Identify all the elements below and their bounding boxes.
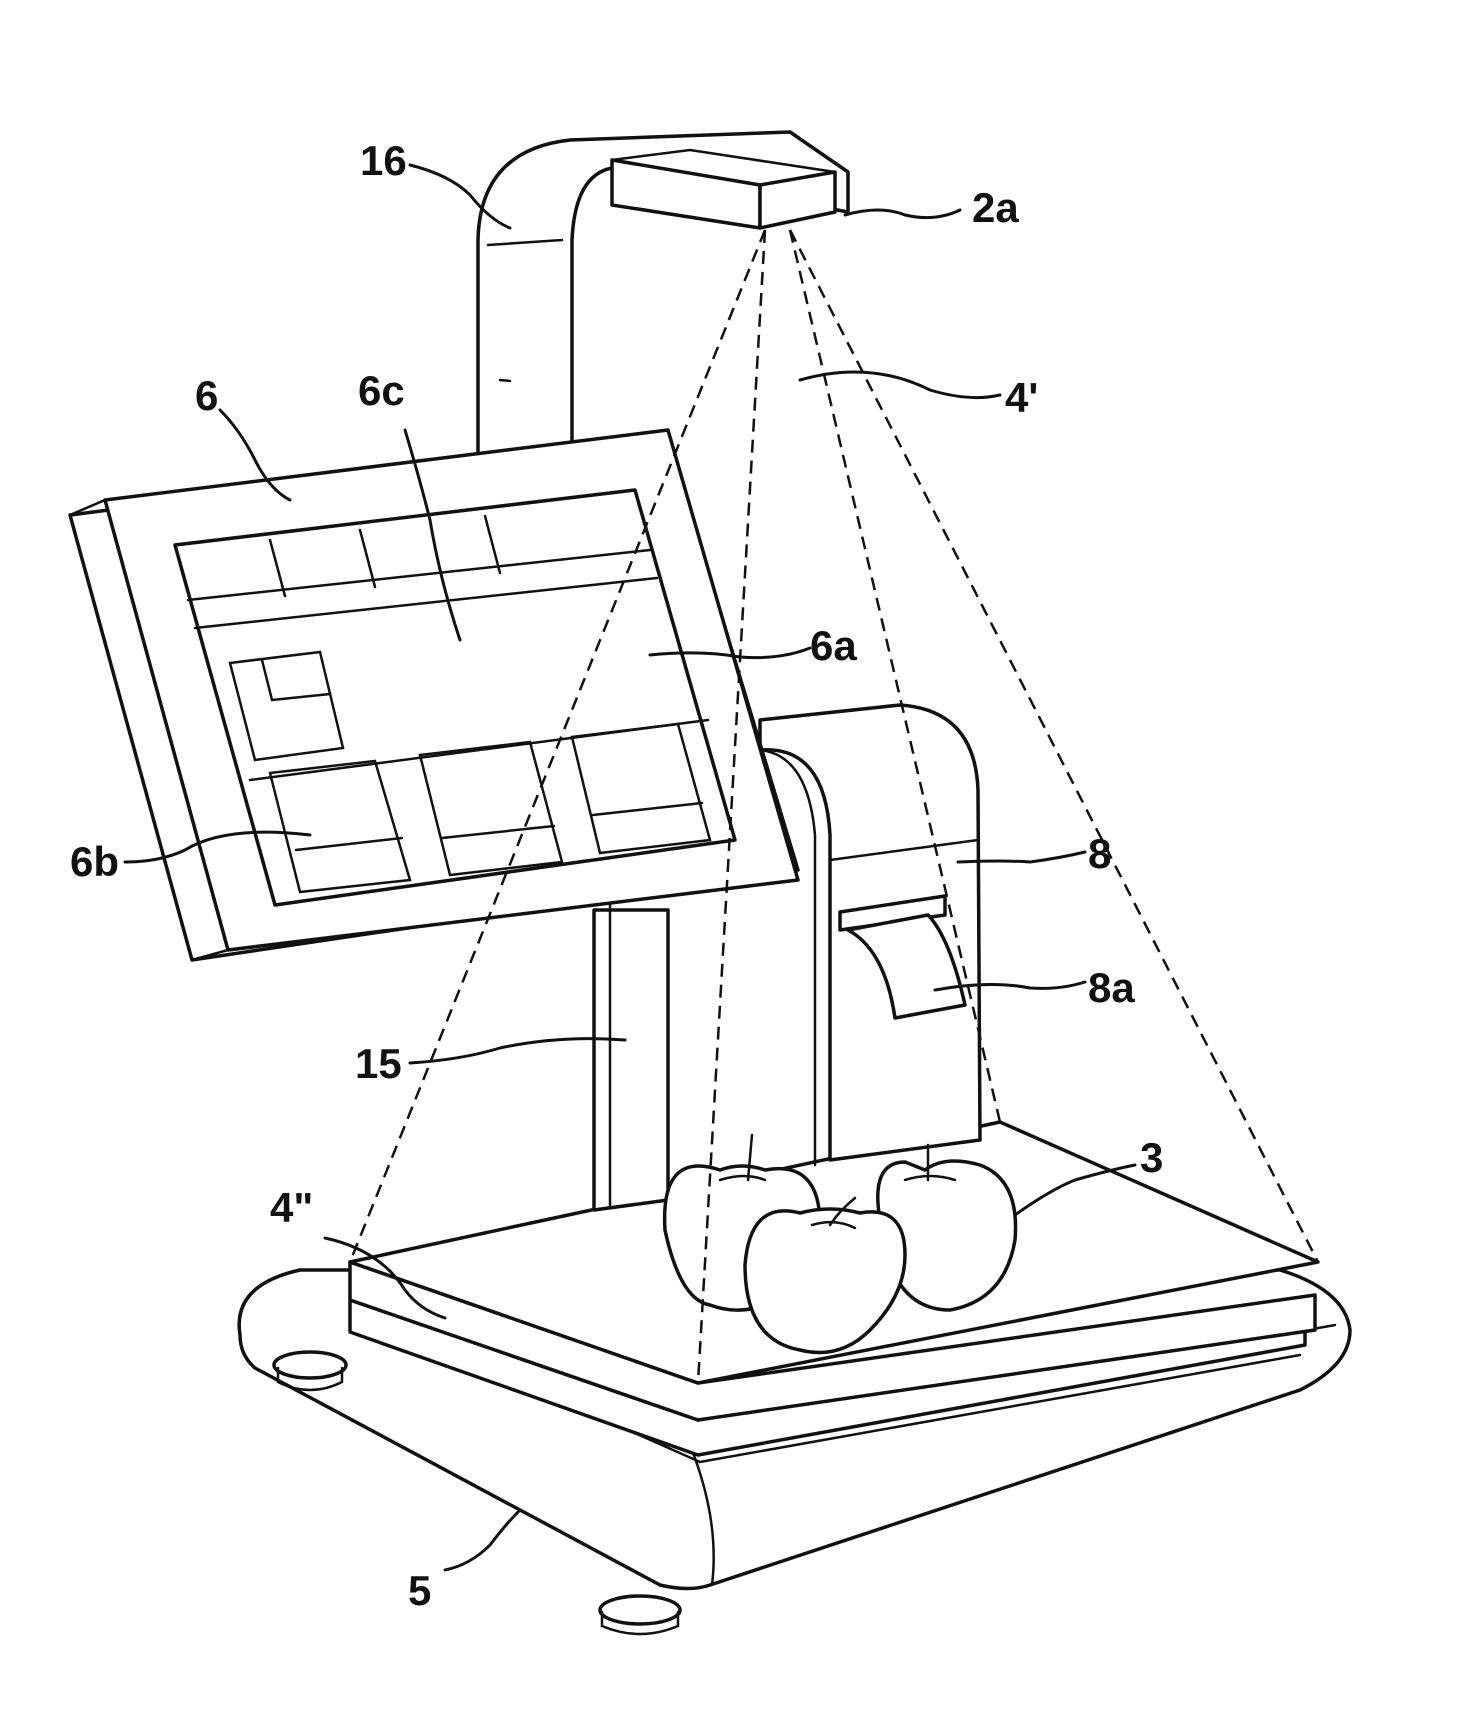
label-6c: 6c [358, 367, 405, 414]
leader-4p [800, 372, 1000, 398]
leader-2a [845, 210, 960, 218]
printer-housing [760, 705, 980, 1165]
label-2a: 2a [972, 184, 1019, 231]
label-4doubleprime: 4" [270, 1184, 313, 1231]
label-3: 3 [1140, 1134, 1163, 1181]
foot-left [274, 1352, 346, 1378]
camera-arm [478, 132, 848, 455]
label-6: 6 [195, 372, 218, 419]
label-16: 16 [360, 137, 407, 184]
label-8a: 8a [1088, 964, 1135, 1011]
label-6b: 6b [70, 838, 119, 885]
support-column [594, 905, 668, 1210]
label-15: 15 [355, 1040, 402, 1087]
screen-6a [175, 490, 735, 905]
leader-5 [445, 1510, 520, 1570]
display-terminal [70, 430, 798, 960]
label-4prime: 4' [1005, 374, 1038, 421]
label-5: 5 [408, 1567, 431, 1614]
label-6a: 6a [810, 622, 857, 669]
foot-front [600, 1596, 680, 1624]
label-8: 8 [1088, 830, 1111, 877]
